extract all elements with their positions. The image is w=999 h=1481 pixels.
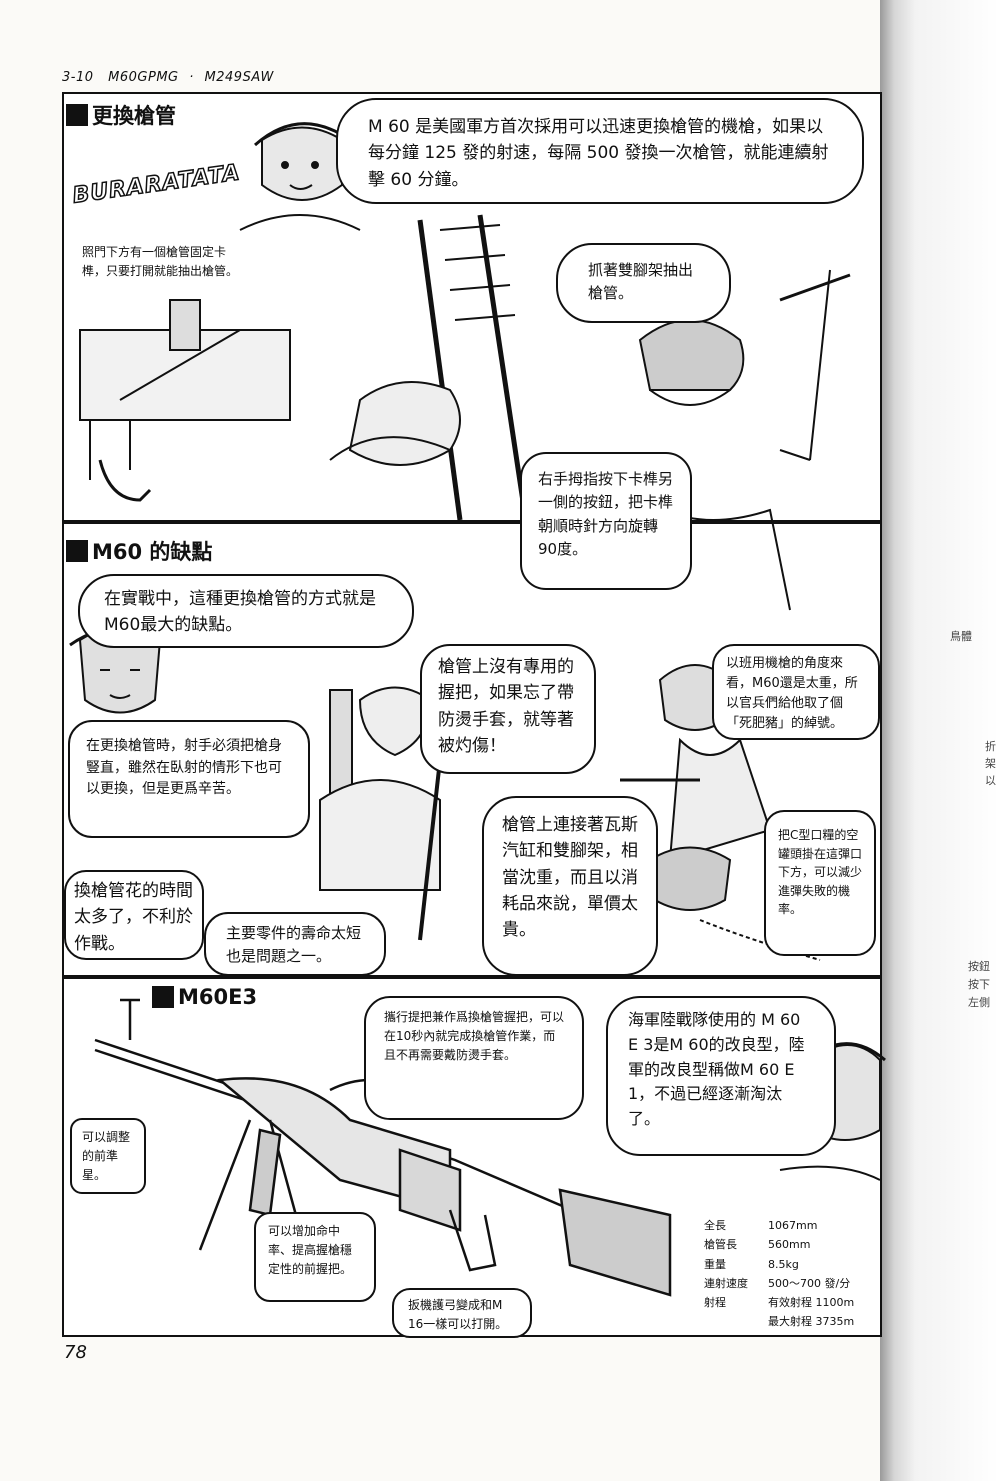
- next-page-fragment: 架: [985, 757, 996, 770]
- soldier-kneeling-illustration: [620, 664, 821, 961]
- m60e3-rifle-illustration: [94, 998, 672, 1297]
- spec-label: 重量: [704, 1257, 726, 1271]
- next-page-fragment: 按下: [968, 978, 990, 991]
- header-title-a: M60GPMG: [108, 70, 179, 85]
- speech-bubble-bipod: 抓著雙腳架抽出槍管。: [556, 243, 731, 323]
- spec-value: 500〜700 發/分: [768, 1276, 851, 1290]
- spec-value: 8.5kg: [768, 1257, 799, 1271]
- speech-bubble-heavy-barrel: 槍管上連接著瓦斯汽缸和雙腳架，相當沈重，而且以消耗品來說，單價太貴。: [482, 796, 658, 976]
- spec-row: 槍管長 560mm: [704, 1235, 854, 1254]
- spec-value: 1067mm: [768, 1219, 818, 1232]
- spec-row: 重量 8.5kg: [704, 1255, 854, 1274]
- spec-row: 連射速度 500〜700 發/分: [704, 1274, 854, 1293]
- soldier-holding-barrel-illustration: [319, 686, 442, 941]
- spec-value: 最大射程 3735m: [768, 1315, 855, 1329]
- speech-bubble-time-consuming: 換槍管花的時間太多了，不利於作戰。: [64, 870, 204, 960]
- header-separator: ·: [189, 70, 194, 85]
- spec-label: 槍管長: [704, 1238, 737, 1252]
- section-title-text: 更換槍管: [92, 104, 176, 128]
- speech-bubble-vertical-change: 在更換槍管時，射手必須把槍身豎直，雖然在臥射的情形下也可以更換，但是更爲辛苦。: [68, 720, 310, 838]
- spec-row: 射程 有效射程 1100m: [704, 1293, 854, 1312]
- m60-receiver-illustration: [79, 299, 291, 502]
- spec-value: 有效射程 1100m: [768, 1296, 855, 1309]
- speech-bubble-foregrip: 可以增加命中率、提高握槍穩定性的前握把。: [254, 1212, 376, 1302]
- spec-row: 最大射程 3735m: [704, 1312, 854, 1331]
- page-number: 78: [64, 1342, 87, 1363]
- section-title-m60-drawbacks: M60 的缺點: [66, 536, 212, 566]
- m60e3-specs: 全長 1067mm 槍管長 560mm 重量 8.5kg 連射速度 500〜700 發/…: [704, 1216, 854, 1332]
- speech-bubble-main: M 60 是美國軍方首次採用可以迅速更換槍管的機槍，如果以每分鐘 125 發的射…: [336, 98, 864, 204]
- spec-label: [704, 1312, 762, 1331]
- next-page-fragment: 左側: [968, 996, 990, 1009]
- speech-bubble-no-grip: 槍管上沒有專用的握把，如果忘了帶防燙手套，就等著被灼傷！: [420, 644, 596, 774]
- barrel-removal-illustration: [329, 214, 528, 521]
- page-code: 3-10: [62, 70, 94, 85]
- header-title-b: M249SAW: [204, 70, 274, 85]
- spec-label: 全長: [704, 1219, 726, 1232]
- speech-bubble-drawback: 在實戰中，這種更換槍管的方式就是M60最大的缺點。: [78, 574, 414, 648]
- speech-bubble-thumb-button: 右手拇指按下卡榫另一側的按鈕，把卡榫朝順時針方向旋轉90度。: [520, 452, 692, 590]
- page-header: 3-10 M60GPMG · M249SAW: [62, 70, 274, 85]
- speech-bubble-carry-handle: 攜行提把兼作爲換槍管握把，可以在10秒內就完成換槍管作業，而且不再需要戴防燙手套…: [364, 996, 584, 1120]
- spec-row: 全長 1067mm: [704, 1216, 854, 1235]
- square-bullet-icon: [152, 986, 174, 1008]
- spec-label: 射程: [704, 1296, 726, 1309]
- next-page-fragment: 按鈕: [968, 960, 990, 973]
- section-title-m60e3: M60E3: [152, 985, 257, 1009]
- section-title-barrel-change: 更換槍管: [66, 100, 176, 130]
- soldier-sergeant-illustration: [239, 122, 361, 231]
- square-bullet-icon: [66, 104, 88, 126]
- speech-bubble-squad-weapon: 以班用機槍的角度來看，M60還是太重，所以官兵們給他取了個「死肥豬」的綽號。: [712, 644, 880, 740]
- next-page-fragment: 以: [985, 774, 996, 787]
- book-gutter: [880, 0, 999, 1481]
- square-bullet-icon: [66, 540, 88, 562]
- next-page-fragment: 鳥體: [950, 630, 972, 643]
- section-title-text: M60 的缺點: [92, 540, 213, 564]
- spec-label: 連射速度: [704, 1276, 748, 1290]
- speech-bubble-marine-variant: 海軍陸戰隊使用的 M 60 E 3是M 60的改良型，陸軍的改良型稱做M 60 …: [606, 996, 836, 1156]
- spec-value: 560mm: [768, 1238, 811, 1252]
- speech-bubble-ration-can: 把C型口糧的空罐頭掛在這彈口下方，可以減少進彈失敗的機率。: [764, 810, 876, 956]
- speech-bubble-short-life: 主要零件的壽命太短也是問題之一。: [204, 912, 386, 976]
- caption-barrel-lever: 照門下方有一個槍管固定卡榫，只要打開就能抽出槍管。: [82, 245, 239, 279]
- next-page-fragment: 折: [985, 740, 996, 753]
- section-title-text: M60E3: [178, 985, 258, 1009]
- speech-bubble-front-sight: 可以調整的前準星。: [70, 1118, 146, 1194]
- speech-bubble-trigger-guard: 扳機護弓變成和M 16一樣可以打開。: [392, 1288, 532, 1338]
